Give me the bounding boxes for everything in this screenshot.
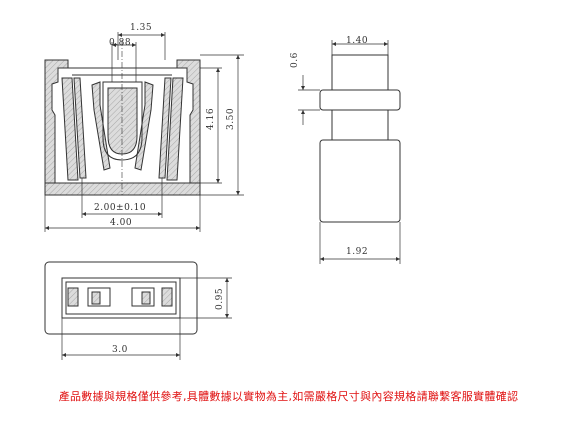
dim-top-width: 1.35: [130, 23, 152, 33]
front-dimension-labels: 1.35 0.88 4.16 3.50 2.00±0.10 4.00: [94, 23, 236, 228]
side-dimension-labels: 1.40 0.6 1.92: [290, 36, 368, 257]
dim-body-width: 1.92: [346, 247, 368, 257]
center-pin: [102, 81, 143, 161]
bottom-view: [44, 261, 198, 335]
dim-bottom-width: 3.0: [112, 345, 128, 355]
dim-height-outer: 3.50: [226, 108, 236, 130]
front-section-view: [44, 40, 201, 196]
front-dimension-lines: [44, 32, 244, 232]
dim-pitch: 2.00±0.10: [94, 203, 146, 213]
left-contact: [61, 77, 79, 181]
dim-flange-width: 1.40: [346, 36, 368, 46]
bottom-dimension-labels: 0.95 3.0: [112, 288, 225, 355]
bottom-dimension-lines: [61, 277, 232, 360]
side-dimension-lines: [298, 40, 401, 264]
right-contact: [166, 77, 184, 181]
pin-flange: [319, 89, 401, 111]
dim-height-inner: 4.16: [206, 108, 216, 130]
pin-body: [319, 139, 401, 223]
disclaimer-note: 產品數據與規格僅供參考,具體數據以實物為主,如需嚴格尺寸與內容規格請聯繫客服實體…: [58, 390, 519, 403]
pin-neck: [331, 109, 389, 141]
dim-inner-width: 0.88: [109, 38, 131, 48]
dim-bottom-height: 0.95: [215, 288, 225, 310]
dim-base-width: 4.00: [110, 218, 132, 228]
side-pin-view: [319, 54, 401, 223]
dim-flange-thickness: 0.6: [290, 52, 300, 68]
base: [44, 182, 201, 196]
pin-top: [331, 54, 389, 91]
